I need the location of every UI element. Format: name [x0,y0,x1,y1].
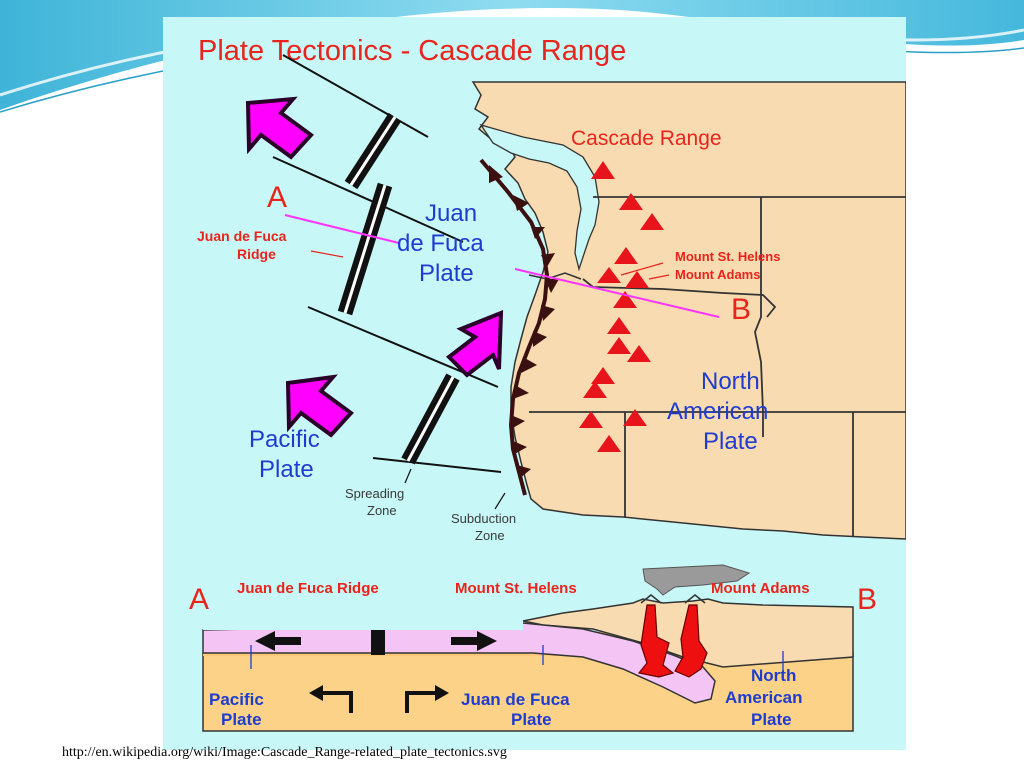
cascade-volcanoes [579,161,664,452]
point-b-map: B [731,293,751,326]
pacific-section-line2: Plate [221,710,262,729]
ridge-section-label: Juan de Fuca Ridge [237,580,379,597]
na-plate-line2: American [667,398,768,425]
cone-mount-adams [684,594,706,604]
na-plate-line1: North [701,368,760,395]
volcano-8 [607,317,631,334]
magma-mount-st-helens [637,604,675,678]
volcano-12 [583,381,607,398]
subduction-teeth [489,165,559,479]
volcano-4 [614,247,638,264]
volcano-7 [613,291,637,308]
subduction-zone-line1: Subduction [451,511,516,526]
section-arrows [255,631,497,651]
volcano-1 [591,161,615,179]
ash-plume [642,564,751,596]
zone-leader-lines [404,468,506,510]
leader-lines [310,250,670,280]
na-plate-line3: Plate [703,428,758,455]
point-a-map: A [267,181,287,214]
jdf-arrow-east [445,310,504,378]
volcano-2 [619,193,643,210]
jdf-section-line2: Plate [511,710,552,729]
na-section-line1: North [751,666,796,685]
cone-mount-st-helens [640,594,662,604]
pacific-section-line1: Pacific [209,690,264,709]
jdf-plate-line3: Plate [419,260,474,287]
arrow-east [451,631,497,651]
volcano-mount-adams [625,271,649,288]
section-line-south [514,268,720,318]
columbia-river [528,272,582,280]
na-section-line2: American [725,688,802,707]
plate-tectonics-figure: Plate Tectonics - Cascade Range [163,17,906,750]
section-line-north [284,214,400,244]
mount-st-helens-map: Mount St. Helens [675,249,780,264]
pacific-arrow-south [285,374,354,438]
volcano-11 [591,367,615,384]
magma-mount-adams [674,604,708,678]
subduction-zone-line2: Zone [475,528,505,543]
convection-arrows [319,691,439,713]
mount-st-helens-section: Mount St. Helens [455,580,577,597]
volcano-3 [640,213,664,230]
section-ocean [203,621,523,630]
source-url[interactable]: http://en.wikipedia.org/wiki/Image:Casca… [62,745,507,760]
na-section-line3: Plate [751,710,792,729]
ridge-label-line1: Juan de Fuca [197,228,287,244]
convection-arrowheads [309,685,449,701]
mount-adams-map: Mount Adams [675,267,760,282]
volcano-13 [579,411,603,428]
point-a-section: A [189,583,209,616]
volcano-15 [597,435,621,452]
spreading-ridge [272,54,502,473]
plate-motion-arrows [245,96,504,438]
ridge-label-line2: Ridge [237,246,276,262]
volcano-10 [627,345,651,362]
arrow-west [255,631,301,651]
section-oceanic-plate [202,622,716,704]
section-ridge-marker [371,627,385,655]
figure-title: Plate Tectonics - Cascade Range [198,35,626,67]
section-pointers [250,645,784,671]
cascade-range-label: Cascade Range [571,127,722,150]
puget-sound [479,123,600,272]
volcano-14 [623,409,647,426]
volcano-mount-st-helens [597,267,621,283]
pacific-plate-line1: Pacific [249,426,320,453]
point-b-section: B [857,583,877,616]
pacific-plate-line2: Plate [259,456,314,483]
jdf-plate-line1: Juan [425,200,477,227]
pacific-arrow-north [245,96,314,160]
mount-adams-section: Mount Adams [711,580,810,597]
jdf-section-line1: Juan de Fuca [461,690,570,709]
jdf-plate-line2: de Fuca [397,230,484,257]
volcano-9 [607,337,631,354]
spreading-zone-line1: Spreading [345,486,404,501]
spreading-zone-line2: Zone [367,503,397,518]
